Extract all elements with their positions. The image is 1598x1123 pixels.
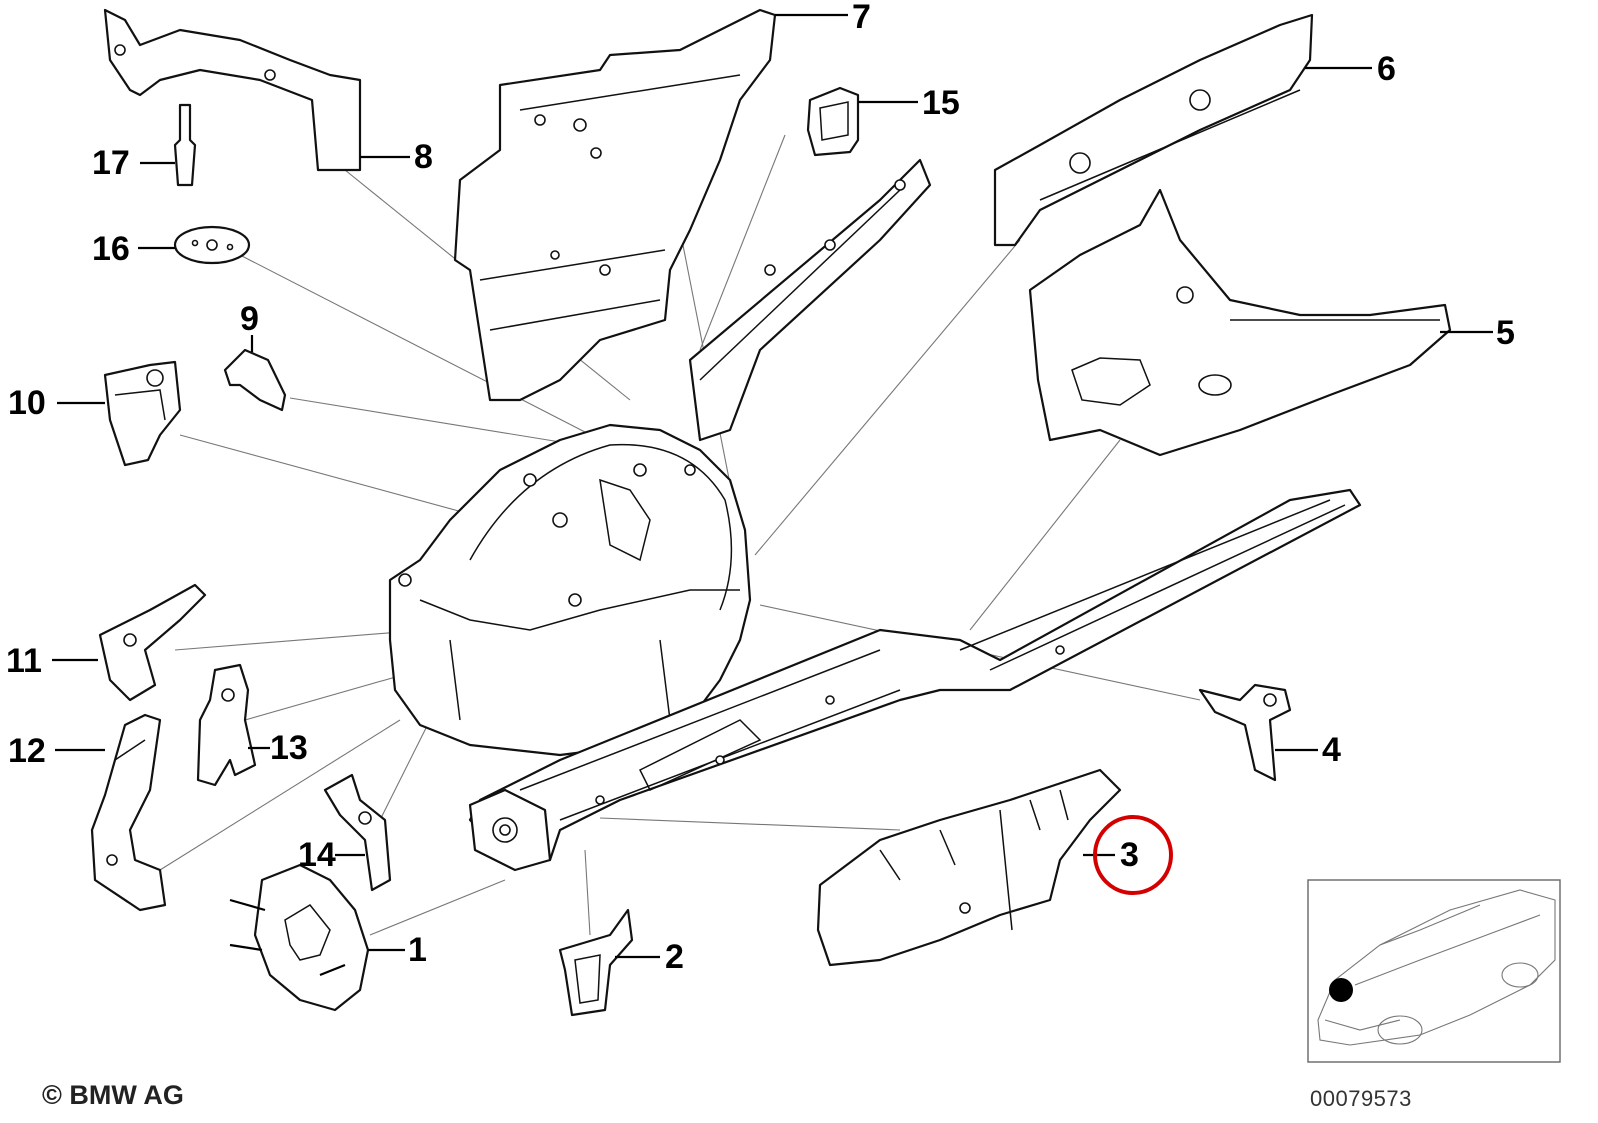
part-8-curved-bracket	[103, 8, 410, 172]
locator-inset	[1307, 879, 1561, 1063]
callout-17: 17	[92, 144, 130, 182]
part-2-bracket	[558, 908, 660, 1017]
document-id: 00079573	[1310, 1086, 1412, 1111]
part-17-pin	[140, 103, 197, 187]
callout-12: 12	[8, 732, 46, 770]
part-6-upper-rail	[993, 13, 1372, 247]
part-3-side-panel	[816, 768, 1122, 967]
part-9-clip	[223, 335, 287, 412]
part-4-bracket	[1198, 683, 1318, 782]
callout-3: 3	[1120, 836, 1139, 874]
part-7-bulkhead	[453, 8, 848, 402]
callout-4: 4	[1322, 731, 1341, 769]
callout-13: 13	[270, 729, 308, 767]
callout-7: 7	[852, 0, 871, 36]
callout-15: 15	[922, 84, 960, 122]
callout-9: 9	[240, 300, 259, 338]
part-10-nut-bracket	[57, 360, 182, 467]
callout-6: 6	[1377, 50, 1396, 88]
callout-8: 8	[414, 138, 433, 176]
callout-1: 1	[408, 931, 427, 969]
highlight-circle	[1093, 815, 1173, 895]
locator-marker-dot	[1329, 978, 1353, 1002]
callout-14: 14	[298, 836, 336, 874]
part-1-mounting-plate	[229, 863, 405, 1012]
part-12-long-bracket	[55, 713, 167, 912]
part-15-bracket	[806, 86, 918, 157]
part-11-plate-bracket	[52, 583, 207, 702]
callout-10: 10	[8, 384, 46, 422]
part-16-washer	[138, 225, 251, 265]
part-5-wheelhouse	[1028, 188, 1493, 457]
callout-5: 5	[1496, 314, 1515, 352]
callout-16: 16	[92, 230, 130, 268]
front-frame-assembly	[388, 158, 1362, 872]
part-14-curved-strap	[323, 773, 392, 892]
part-13-upright-bracket	[196, 663, 270, 787]
callout-2: 2	[665, 938, 684, 976]
callout-11: 11	[6, 642, 42, 680]
copyright-notice: © BMW AG	[42, 1080, 184, 1110]
